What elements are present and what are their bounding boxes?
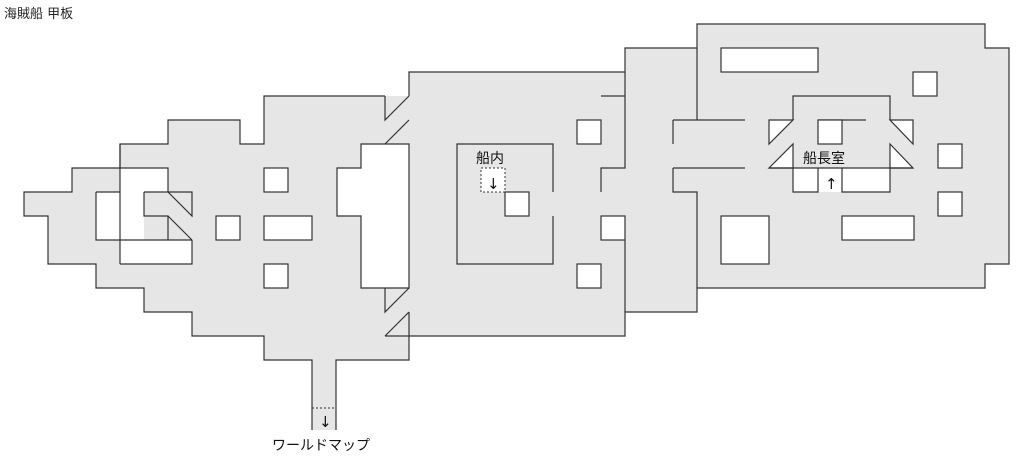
crate <box>263 263 289 289</box>
outer-wall <box>23 23 1010 430</box>
up-arrow-icon: ↑ <box>825 175 838 193</box>
crate <box>263 167 289 193</box>
crate <box>720 215 770 265</box>
crate <box>937 191 963 217</box>
captain-room-label: 船長室 <box>803 150 845 167</box>
captain-room-structure <box>767 95 915 193</box>
map-title: 海賊船 甲板 <box>4 7 74 22</box>
crate <box>912 71 938 97</box>
crate <box>215 215 241 241</box>
crate <box>504 191 530 217</box>
inner-ship-room-wall <box>456 143 554 265</box>
inner-ship-exit[interactable] <box>480 167 506 193</box>
crate <box>600 215 626 241</box>
crate <box>576 119 602 145</box>
crate <box>720 47 819 73</box>
crate <box>937 143 963 169</box>
down-arrow-icon: ↓ <box>319 413 332 431</box>
stern-structure <box>95 144 193 265</box>
deck-floor <box>24 24 1009 430</box>
world-map-label: ワールドマップ <box>272 438 370 454</box>
inner-wall <box>600 48 745 312</box>
inner-ship-label: 船内 <box>476 151 504 167</box>
crate <box>841 215 915 241</box>
crate <box>263 215 313 241</box>
down-arrow-icon: ↓ <box>487 175 500 193</box>
crate <box>576 263 602 289</box>
mast-structure <box>336 143 410 289</box>
